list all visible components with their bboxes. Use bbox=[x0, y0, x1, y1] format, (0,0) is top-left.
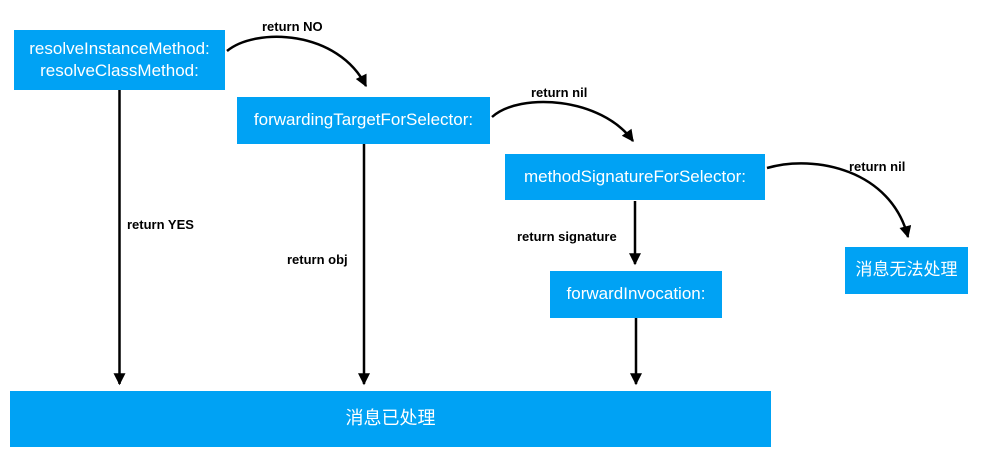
edge-label-return-yes: return YES bbox=[127, 217, 194, 232]
node-resolve-method-line2: resolveClassMethod: bbox=[40, 61, 199, 80]
node-resolve-method-line1: resolveInstanceMethod: bbox=[29, 38, 210, 58]
node-forwarding-target-label: forwardingTargetForSelector: bbox=[253, 110, 474, 130]
node-forward-invocation: forwardInvocation: bbox=[550, 271, 722, 318]
edge-label-return-signature: return signature bbox=[517, 229, 617, 244]
node-message-unhandled: 消息无法处理 bbox=[845, 247, 968, 294]
node-forward-invocation-label: forwardInvocation: bbox=[566, 284, 706, 304]
node-resolve-method: resolveInstanceMethod: resolveClassMetho… bbox=[14, 30, 225, 90]
node-method-signature-label: methodSignatureForSelector: bbox=[523, 166, 747, 186]
edge-label-return-nil-second: return nil bbox=[849, 159, 906, 174]
edge-label-return-nil-first: return nil bbox=[531, 85, 588, 100]
node-method-signature: methodSignatureForSelector: bbox=[505, 154, 765, 200]
edge-label-return-no: return NO bbox=[262, 19, 323, 34]
node-message-handled-label: 消息已处理 bbox=[345, 408, 436, 429]
node-message-unhandled-label: 消息无法处理 bbox=[855, 260, 958, 280]
node-message-handled: 消息已处理 bbox=[10, 391, 771, 447]
arrow-return-nil-second bbox=[766, 162, 912, 239]
arrow-return-no bbox=[226, 35, 368, 88]
arrow-return-nil-first bbox=[491, 100, 635, 142]
edge-label-return-obj: return obj bbox=[287, 252, 348, 267]
node-forwarding-target: forwardingTargetForSelector: bbox=[237, 97, 490, 144]
